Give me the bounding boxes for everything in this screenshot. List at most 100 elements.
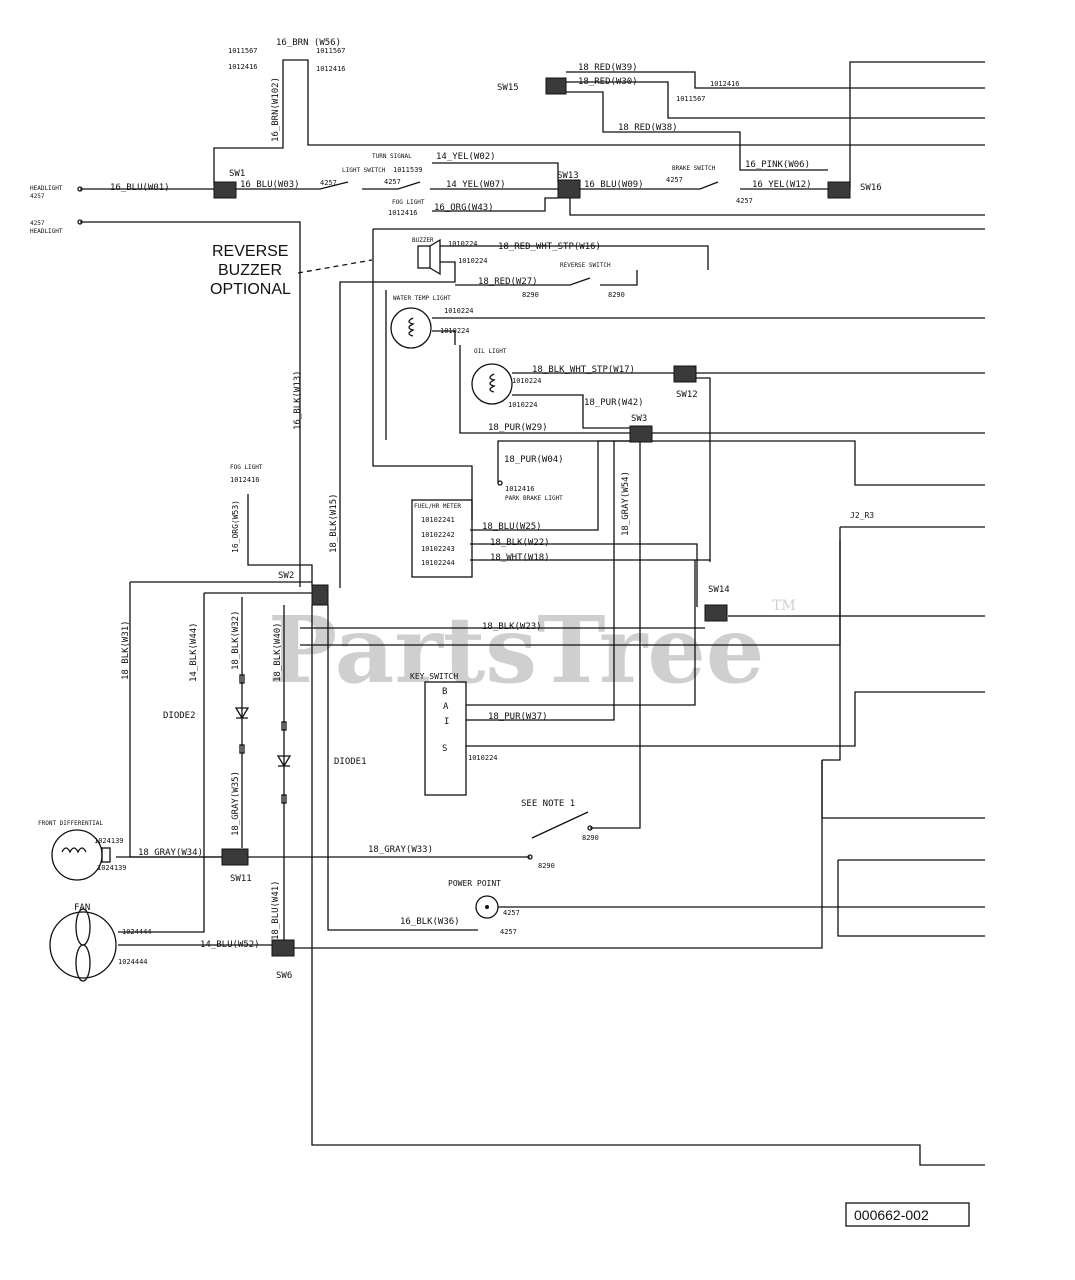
wire-label-w43: 16_ORG(W43) <box>434 203 494 213</box>
key-switch-label: KEY SWITCH <box>410 672 458 681</box>
wire-label-w52: 14_BLU(W52) <box>200 940 260 950</box>
wire-label-w13: 16_BLK(W13) <box>293 370 303 430</box>
part-8290-b: 8290 <box>608 291 625 299</box>
headlight-2-part: 4257 <box>30 220 45 227</box>
reverse-switch-label: REVERSE SWITCH <box>560 262 611 269</box>
power-point-label: POWER POINT <box>448 879 501 888</box>
wire-label-w06: 16_PINK(W06) <box>745 160 810 170</box>
sw1-block <box>213 181 237 199</box>
wire-label-w17: 18_BLK_WHT_STP(W17) <box>532 365 635 375</box>
wire-label-w02: 14_YEL(W02) <box>436 152 496 162</box>
wire-label-w40: 18_BLK(W40) <box>273 622 283 682</box>
wire-label-w22: 18_BLK(W22) <box>490 538 550 548</box>
part-1012416-e: 1012416 <box>505 485 535 493</box>
wire-label-w16: 18_RED_WHT_STP(W16) <box>498 242 601 252</box>
wire-label-w56: 16_BRN (W56) <box>276 38 341 48</box>
wire-label-w27: 18_RED(W27) <box>478 277 538 287</box>
part-8290-c: 8290 <box>582 834 599 842</box>
part-4257-d: 4257 <box>384 178 401 186</box>
wire-label-w37: 18_PUR(W37) <box>488 712 548 722</box>
fuel-hour-meter-label: FUEL/HR METER <box>414 503 461 510</box>
part-10102243: 10102243 <box>421 545 455 553</box>
part-1010224-a: 1010224 <box>448 240 478 248</box>
part-1024444-b: 1024444 <box>118 958 148 966</box>
part-1024139-b: 1024139 <box>97 864 127 872</box>
fog-light-2-label: FOG LIGHT <box>230 464 263 471</box>
fuel-hour-meter-box <box>411 499 473 578</box>
part-1010224-c: 1010224 <box>444 307 474 315</box>
part-1010224-g: 1010224 <box>468 754 498 762</box>
sw2-label: SW2 <box>278 571 294 581</box>
switch-blocks <box>213 77 851 957</box>
part-1011567-a: 1011567 <box>228 47 258 55</box>
sw14-block <box>704 604 728 622</box>
part-10102241: 10102241 <box>421 516 455 524</box>
part-8290-d: 8290 <box>538 862 555 870</box>
sw11-label: SW11 <box>230 874 252 884</box>
key-terminal-i: I <box>444 717 449 727</box>
key-terminal-a: A <box>443 702 449 712</box>
diode2-label: DIODE2 <box>163 711 196 721</box>
water-temp-light-label: WATER TEMP LIGHT <box>393 295 451 302</box>
buzzer-label: BUZZER <box>412 237 434 244</box>
wire-label-w39: 18_RED(W39) <box>578 63 638 73</box>
part-10102244: 10102244 <box>421 559 455 567</box>
sw3-label: SW3 <box>631 414 647 424</box>
see-note-label: SEE NOTE 1 <box>521 799 575 809</box>
wire-label-w36: 16_BLK(W36) <box>400 917 460 927</box>
sw2-block <box>311 584 329 606</box>
diode1-label: DIODE1 <box>334 757 367 767</box>
component-shapes <box>49 186 593 982</box>
wire-label-w03: 16_BLU(W03) <box>240 180 300 190</box>
wire-label-w102: 16_BRN(W102) <box>271 77 281 142</box>
part-4257-f: 4257 <box>736 197 753 205</box>
sw14-label: SW14 <box>708 585 730 595</box>
wire-label-w23: 18_BLK(W23) <box>482 622 542 632</box>
fog-light-label: FOG LIGHT <box>392 199 425 206</box>
part-1024139-a: 1024139 <box>94 837 124 845</box>
watermark: PartsTree <box>268 596 764 704</box>
labels: 16_BRN (W56) 1011567 1012416 1011567 101… <box>30 38 882 981</box>
watermark-trademark: TM <box>772 598 796 614</box>
part-1012416-d: 1012416 <box>710 80 740 88</box>
part-1012416-c: 1012416 <box>388 209 418 217</box>
sw6-label: SW6 <box>276 971 292 981</box>
wire-label-w41: 18_BLU(W41) <box>271 880 281 940</box>
sw13-block <box>557 179 581 199</box>
sw11-block <box>221 848 249 866</box>
wire-label-w25: 18_BLU(W25) <box>482 522 542 532</box>
oil-light-label: OIL LIGHT <box>474 348 507 355</box>
wire-label-w30: 18_RED(W30) <box>578 77 638 87</box>
wire-label-w04: 18_PUR(W04) <box>504 455 564 465</box>
oil-light-symbol <box>471 363 513 405</box>
wire-label-w35: 18_GRAY(W35) <box>231 771 241 836</box>
sw12-block <box>673 365 697 383</box>
wire-label-w53: 16_ORG(W53) <box>231 500 240 553</box>
wire-label-w07: 14_YEL(W07) <box>446 180 506 190</box>
sw16-block <box>827 181 851 199</box>
callout-reverse: REVERSE <box>212 243 288 260</box>
key-terminal-s: S <box>442 744 447 754</box>
part-1012416-b: 1012416 <box>316 65 346 73</box>
sw6-block <box>271 939 295 957</box>
wire-label-w18: 18_WHT(W18) <box>490 553 550 563</box>
callout-optional: OPTIONAL <box>210 281 291 298</box>
sw16-label: SW16 <box>860 183 882 193</box>
wire-label-w12: 16_YEL(W12) <box>752 180 812 190</box>
part-1024444-a: 1024444 <box>122 928 152 936</box>
fan-label: FAN <box>74 903 90 913</box>
part-1011567-b: 1011567 <box>316 47 346 55</box>
callout-buzzer: BUZZER <box>218 262 282 279</box>
wire-label-w34: 18_GRAY(W34) <box>138 848 203 858</box>
water-temp-light-symbol <box>390 307 432 349</box>
part-1012416-a: 1012416 <box>228 63 258 71</box>
wire-label-w54: 18_GRAY(W54) <box>621 471 631 536</box>
wire-label-w44: 14_BLK(W44) <box>189 622 199 682</box>
sw1-label: SW1 <box>229 169 245 179</box>
sw12-label: SW12 <box>676 390 698 400</box>
part-4257-c: 4257 <box>320 179 337 187</box>
buzzer-symbol <box>417 245 431 269</box>
key-switch-box <box>424 681 467 796</box>
key-terminal-b: B <box>442 687 447 697</box>
j2r3-label: J2_R3 <box>850 511 874 520</box>
